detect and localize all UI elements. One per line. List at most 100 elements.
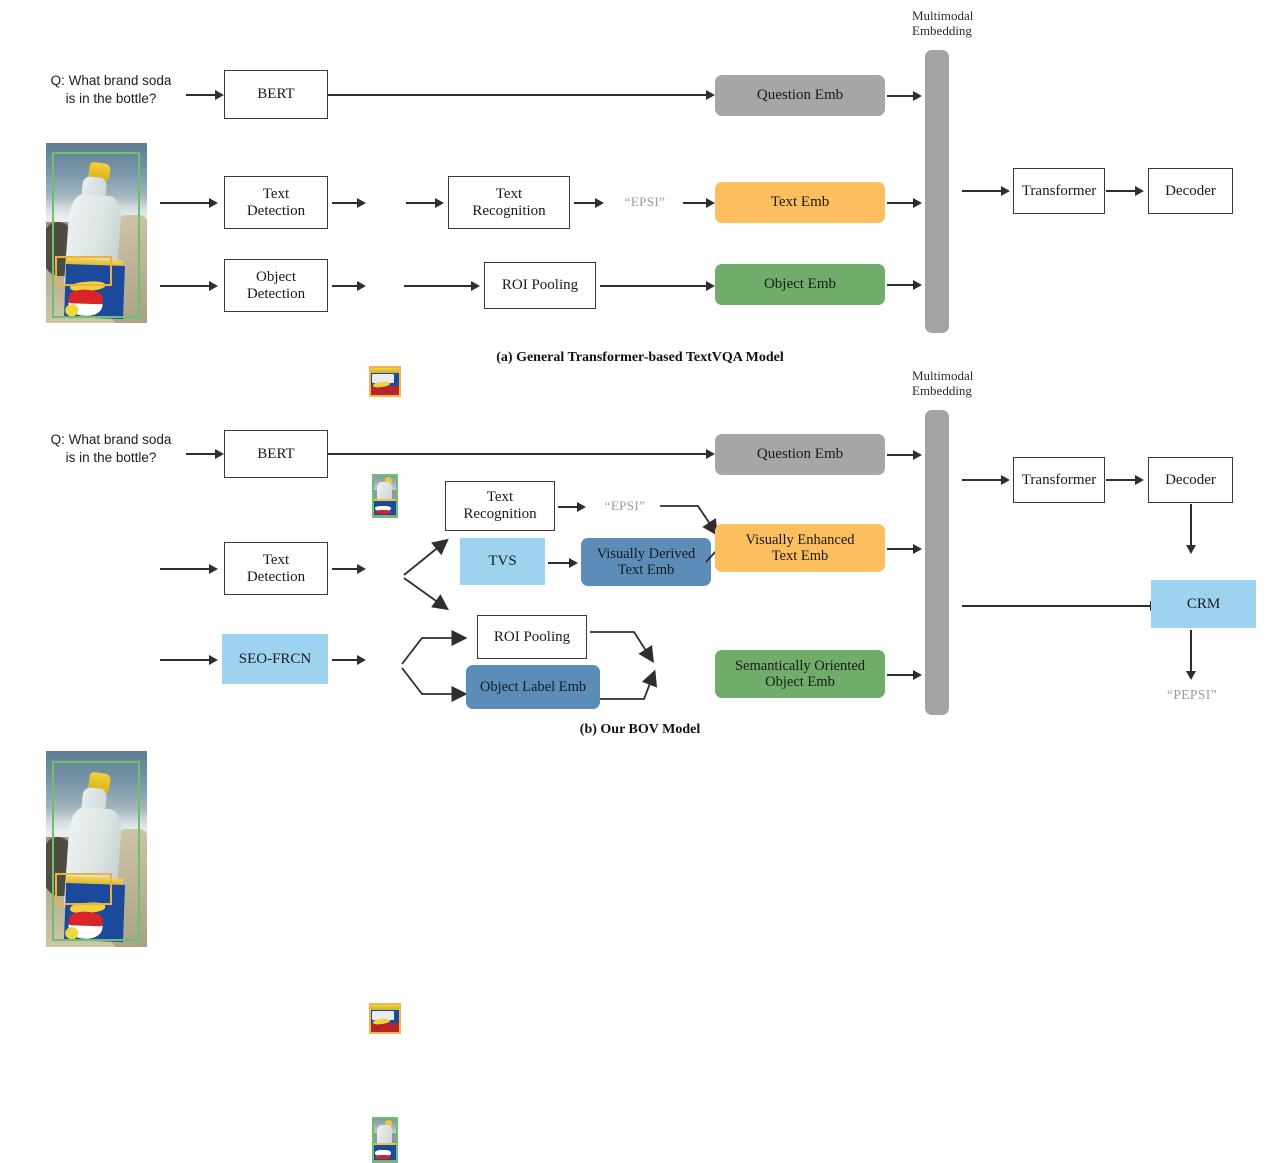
arrow-crm-to-answer-head — [1186, 671, 1196, 680]
arrow-image-to-text-detection-line — [160, 202, 210, 204]
panel-a-question-emb[interactable]: Question Emb — [715, 75, 885, 116]
panel-b-source-image[interactable] — [46, 751, 147, 947]
arrow-b-question-to-bert-head — [215, 449, 224, 459]
panel-a-roi-pooling-box[interactable]: ROI Pooling — [484, 262, 596, 309]
arrow-decoder-to-crm-head — [1186, 545, 1196, 554]
panel-a-text-recognition-line1: Text — [495, 185, 523, 202]
panel-a-transformer-label: Transformer — [1021, 182, 1097, 199]
branch-objcrop-to-roi-and-label — [401, 629, 468, 703]
arrow-image-to-object-detection-head — [209, 281, 218, 291]
objcrop-b-swirl-red — [375, 1155, 391, 1160]
arrow-b-tvs-to-vdte-head — [569, 558, 578, 568]
panel-a-text-crop[interactable] — [369, 366, 401, 397]
panel-a-object-emb[interactable]: Object Emb — [715, 264, 885, 305]
panel-b-visually-derived-line1: Visually Derived — [596, 545, 696, 562]
panel-a-question-line1: Q: What brand soda — [50, 73, 172, 88]
panel-b-bert-box[interactable]: BERT — [224, 430, 328, 478]
arrow-b-seofrcn-to-objcrop-line — [332, 659, 360, 661]
panel-b-visually-derived-text-emb[interactable]: Visually Derived Text Emb — [581, 538, 711, 586]
panel-b-seo-frcn-label: SEO-FRCN — [238, 650, 312, 667]
arrow-b-transformer-to-decoder-line — [1106, 479, 1136, 481]
panel-a-multimodal-bar[interactable] — [925, 50, 949, 333]
elbow-objectlabelemb-to-semantically-oriented — [600, 669, 658, 700]
crop-gold-band — [371, 368, 399, 374]
panel-a-object-detection-box[interactable]: Object Detection — [224, 259, 328, 312]
arrow-epsi-to-text-emb-head — [706, 198, 715, 208]
arrow-crop-to-text-recognition-line — [406, 202, 436, 204]
panel-b-question-emb[interactable]: Question Emb — [715, 434, 885, 475]
panel-b-transformer-box[interactable]: Transformer — [1013, 457, 1105, 503]
arrow-question-to-bert-line — [186, 94, 216, 96]
panel-b-seo-frcn-box[interactable]: SEO-FRCN — [222, 634, 328, 684]
arrow-crm-to-answer-line — [1190, 630, 1192, 674]
arrow-b-mm-to-transformer-head — [1001, 475, 1010, 485]
arrow-od-to-objcrop-head — [357, 281, 366, 291]
arrow-b-image-to-td-line — [160, 568, 210, 570]
panel-b-text-recognition-box[interactable]: Text Recognition — [445, 481, 555, 531]
arrow-roi-to-object-emb-head — [706, 281, 715, 291]
panel-b-roi-pooling-box[interactable]: ROI Pooling — [477, 615, 587, 659]
arrow-decoder-to-crm-line — [1190, 504, 1192, 548]
panel-a-text-recognition-box[interactable]: Text Recognition — [448, 176, 570, 229]
panel-a-text-recognition-line2: Recognition — [472, 202, 546, 219]
object-bounding-box — [52, 152, 140, 318]
panel-b-text-recognition-line1: Text — [486, 489, 514, 506]
arrow-roi-to-object-emb-line — [600, 285, 707, 287]
arrow-tr-to-epsi-line — [574, 202, 596, 204]
arrow-mm-to-crm-line — [962, 605, 1152, 607]
figure-canvas: Q: What brand soda is in the bottle? BER… — [22, 8, 1256, 1163]
arrow-od-to-objcrop-line — [332, 285, 360, 287]
panel-a-question: Q: What brand soda is in the bottle? — [22, 72, 200, 108]
panel-b-question-line1: Q: What brand soda — [50, 432, 172, 447]
arrow-b-mm-to-transformer-line — [962, 479, 1002, 481]
elbow-epsi-to-visually-enhanced — [660, 505, 718, 536]
panel-a-multimodal-label: Multimodal Embedding — [912, 8, 1022, 39]
arrow-bert-to-question-emb-head — [706, 90, 715, 100]
panel-b-semantically-oriented-line1: Semantically Oriented — [734, 657, 866, 674]
arrow-td-to-crop-line — [332, 202, 360, 204]
panel-b-semantically-oriented-object-emb[interactable]: Semantically Oriented Object Emb — [715, 650, 885, 698]
panel-a-bert-box[interactable]: BERT — [224, 70, 328, 119]
panel-a-transformer-box[interactable]: Transformer — [1013, 168, 1105, 214]
arrow-image-to-object-detection-line — [160, 285, 210, 287]
panel-b-object-crop[interactable] — [372, 1117, 398, 1163]
arrow-transformer-to-decoder-line — [1106, 190, 1136, 192]
panel-b-semantically-oriented-line2: Object Emb — [765, 674, 835, 690]
panel-b-object-label-emb[interactable]: Object Label Emb — [466, 665, 600, 709]
panel-b-caption: (b) Our BOV Model — [579, 722, 701, 737]
panel-a-object-emb-label: Object Emb — [763, 276, 837, 293]
branch-textcrop-to-tr-and-tvs — [403, 538, 449, 611]
panel-a-text-emb[interactable]: Text Emb — [715, 182, 885, 223]
crop-pepsi-word — [372, 374, 394, 383]
objcrop-swirl-red — [375, 510, 391, 515]
panel-a-decoder-box[interactable]: Decoder — [1148, 168, 1233, 214]
panel-a-object-crop[interactable] — [372, 474, 398, 518]
arrow-b-tr-to-epsi-head — [577, 502, 586, 512]
panel-b-visually-enhanced-text-emb[interactable]: Visually Enhanced Text Emb — [715, 524, 885, 572]
panel-b-tvs-box[interactable]: TVS — [460, 538, 545, 585]
panel-b-text-crop[interactable] — [369, 1003, 401, 1034]
panel-a-multimodal-line2: Embedding — [912, 23, 972, 39]
panel-b-decoder-box[interactable]: Decoder — [1148, 457, 1233, 503]
panel-b-text-detection-box[interactable]: Text Detection — [224, 542, 328, 595]
arrow-b-bert-to-question-emb-line — [328, 453, 707, 455]
arrow-mm-to-transformer-head — [1001, 186, 1010, 196]
arrow-qemb-to-mm-head — [913, 91, 922, 101]
panel-b-object-bounding-box — [52, 761, 140, 941]
panel-b-text-recognition-line2: Recognition — [463, 506, 537, 522]
panel-b-question: Q: What brand soda is in the bottle? — [22, 431, 200, 467]
panel-a-source-image[interactable] — [46, 143, 147, 323]
panel-a-recognized-text: “EPSI” — [624, 194, 666, 209]
elbow-roi-to-semantically-oriented — [590, 631, 654, 664]
arrow-qemb-to-mm-line — [887, 95, 915, 97]
arrow-td-to-crop-head — [357, 198, 366, 208]
arrow-b-image-to-seofrcn-line — [160, 659, 210, 661]
panel-a-text-detection-box[interactable]: Text Detection — [224, 176, 328, 229]
panel-a-decoder-label: Decoder — [1165, 182, 1216, 199]
panel-b-multimodal-bar[interactable] — [925, 410, 949, 715]
panel-b-roi-pooling-label: ROI Pooling — [493, 628, 571, 645]
arrow-oemb-to-mm-head — [913, 280, 922, 290]
arrow-mm-to-transformer-line — [962, 190, 1002, 192]
panel-b-decoder-label: Decoder — [1165, 471, 1216, 488]
panel-b-crm-box[interactable]: CRM — [1151, 580, 1256, 628]
